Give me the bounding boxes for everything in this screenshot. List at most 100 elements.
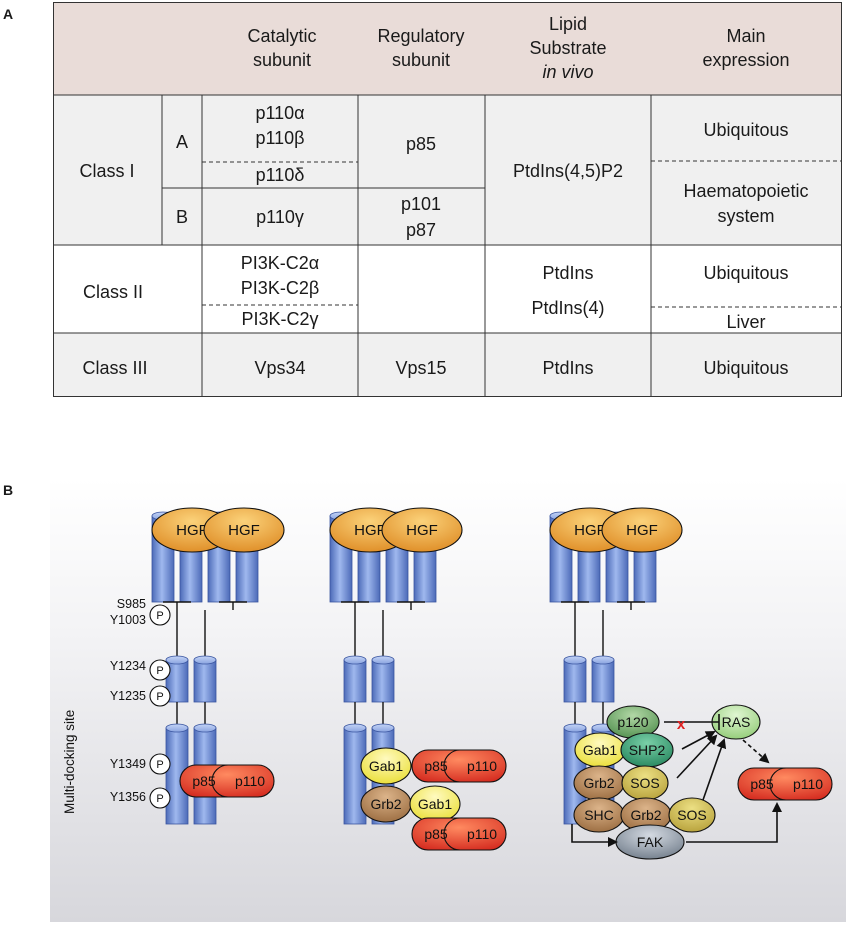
- hgf-ligand-front: HGF: [381, 507, 463, 553]
- class1-cat-beta: p110β: [255, 128, 304, 148]
- shc-protein-label: SHC: [584, 807, 614, 823]
- p85-p110-complex-2: p85 p110: [411, 749, 507, 783]
- panel-a-label: A: [3, 6, 14, 22]
- class2-cat-gamma: PI3K-C2γ: [241, 309, 318, 329]
- multi-docking-site-label: Multi-docking site: [62, 710, 77, 814]
- class1-cat-delta: p110δ: [256, 165, 305, 185]
- grb2-protein-1: Grb2: [360, 785, 412, 823]
- sos-protein-2-label: SOS: [677, 807, 707, 823]
- ras-protein: RAS: [711, 704, 761, 740]
- p85-label: p85: [750, 776, 774, 792]
- phospho-site-4: P: [149, 753, 171, 775]
- hgf-ligand-front-label: HGF: [228, 522, 260, 539]
- class2-name: Class II: [83, 282, 143, 302]
- header-lipid-1: Lipid: [549, 14, 587, 34]
- class3-row-bg: [53, 333, 842, 397]
- p110-label: p110: [467, 758, 497, 774]
- met-receptor-dimer-1: HGF HGF: [151, 507, 285, 825]
- site-s985: S985: [117, 597, 146, 611]
- table-header-bg: [53, 2, 842, 95]
- p110-label: p110: [467, 826, 497, 842]
- grb2-protein-2: Grb2: [573, 765, 625, 801]
- class1-row-bg: [53, 95, 842, 245]
- class3-name: Class III: [82, 358, 147, 378]
- docking-domain-1: [165, 723, 189, 825]
- class2-cat-alpha: PI3K-C2α: [241, 253, 319, 273]
- p85-p110-complex-4: p85 p110: [737, 767, 833, 801]
- panel-b-label: B: [3, 482, 14, 498]
- p120-protein-label: p120: [617, 714, 648, 730]
- class3-reg: Vps15: [395, 358, 446, 378]
- class1-reg-a: p85: [406, 134, 436, 154]
- class3-expr: Ubiquitous: [703, 358, 788, 378]
- class1-name: Class I: [79, 161, 134, 181]
- class1-lipid: PtdIns(4,5)P2: [513, 161, 623, 181]
- gab1-protein-1: Gab1: [360, 747, 412, 785]
- gab1-protein-2-label: Gab1: [418, 796, 452, 812]
- class1-cat-alpha: p110α: [255, 103, 304, 123]
- kinase-domain-1: [343, 655, 367, 703]
- kinase-domain-2: [591, 655, 615, 703]
- site-y1235: Y1235: [110, 689, 146, 703]
- site-y1234: Y1234: [110, 659, 146, 673]
- class1-expr-b-1: Haematopoietic: [683, 181, 808, 201]
- header-expression-2: expression: [702, 50, 789, 70]
- p85-label: p85: [424, 758, 448, 774]
- phospho-label: P: [156, 793, 163, 805]
- phospho-site-2: P: [149, 659, 171, 681]
- hgf-ligand-back-label: HGF: [176, 522, 208, 539]
- class2-lipid-1: PtdIns: [542, 263, 593, 283]
- hgf-ligand-back-label: HGF: [574, 522, 606, 539]
- sos-to-ras-arrow: [676, 734, 718, 779]
- site-y1349: Y1349: [110, 757, 146, 771]
- gab1-protein-1-label: Gab1: [369, 758, 403, 774]
- header-lipid-3: in vivo: [542, 62, 593, 82]
- fak-protein: FAK: [615, 824, 685, 860]
- phospho-label: P: [156, 691, 163, 703]
- p85-p110-complex-3: p85 p110: [411, 817, 507, 851]
- site-y1356: Y1356: [110, 790, 146, 804]
- hgf-ligand-front: HGF: [601, 507, 683, 553]
- class2-cat-beta: PI3K-C2β: [241, 278, 319, 298]
- shp2-protein: SHP2: [620, 732, 674, 768]
- class2-expr-2: Liver: [726, 312, 765, 332]
- header-regulatory-2: subunit: [392, 50, 450, 70]
- class3-lipid: PtdIns: [542, 358, 593, 378]
- hgf-ligand-front: HGF: [203, 507, 285, 553]
- ras-to-pi3k-arrow: [742, 739, 770, 764]
- ras-protein-label: RAS: [722, 714, 751, 730]
- phospho-site-1: P: [149, 604, 171, 626]
- shp2-protein-label: SHP2: [629, 742, 666, 758]
- kinase-domain-2: [371, 655, 395, 703]
- p110-label: p110: [793, 776, 823, 792]
- hgf-ligand-front-label: HGF: [626, 522, 658, 539]
- header-lipid-2: Substrate: [529, 38, 606, 58]
- class1-cat-gamma: p110γ: [256, 207, 304, 227]
- gab1-protein-2: Gab1: [409, 785, 461, 823]
- site-y1003: Y1003: [110, 613, 146, 627]
- class2-expr-1: Ubiquitous: [703, 263, 788, 283]
- sos2-to-ras-arrow: [702, 738, 727, 801]
- p85-label: p85: [192, 773, 216, 789]
- class2-lipid-2: PtdIns(4): [531, 298, 604, 318]
- hgf-ligand-back-label: HGF: [354, 522, 386, 539]
- class1-reg-b1: p101: [401, 194, 441, 214]
- header-expression-1: Main: [726, 26, 765, 46]
- met-receptor-dimer-3: HGF HGF: [549, 507, 683, 825]
- phospho-label: P: [156, 610, 163, 622]
- p85-label: p85: [424, 826, 448, 842]
- fak-to-pi3k-arrow: [686, 802, 782, 843]
- header-catalytic-1: Catalytic: [247, 26, 316, 46]
- grb2-protein-3-label: Grb2: [630, 807, 661, 823]
- kinase-domain-1: [563, 655, 587, 703]
- sos-protein-1-label: SOS: [630, 775, 660, 791]
- gab1-protein-3: Gab1: [574, 732, 626, 768]
- blocked-x-mark: x: [677, 716, 686, 733]
- class1-reg-b2: p87: [406, 220, 436, 240]
- header-regulatory-1: Regulatory: [377, 26, 464, 46]
- sos-protein-1: SOS: [621, 765, 669, 801]
- phospho-site-3: P: [149, 685, 171, 707]
- sos-protein-2: SOS: [668, 797, 716, 833]
